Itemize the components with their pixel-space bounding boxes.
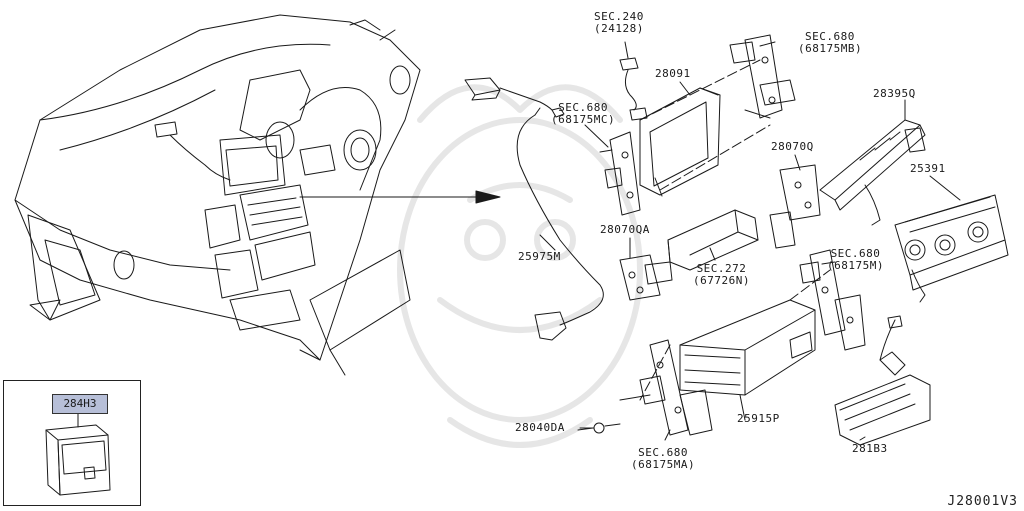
leader-lines [539,41,961,441]
callout-sec240-line2: (24128) [594,22,644,35]
diagram-id: J28001V3 [947,494,1018,509]
callout-25915p[interactable]: 25915P [737,412,780,425]
callout-sec680-68175m-line1: SEC.680 [830,247,881,260]
switch-bar-28395q[interactable] [819,119,926,226]
callout-25391[interactable]: 25391 [910,162,946,175]
callout-28395q[interactable]: 28395Q [873,87,916,100]
bracket-28070qa[interactable] [619,254,673,301]
bracket-28070q[interactable] [769,164,821,249]
bracket-sec680-68175mc[interactable] [599,131,641,216]
callout-sec680-68175mc[interactable]: SEC.680 (68175MC) [551,102,615,126]
callout-sec680-68175mb[interactable]: SEC.680 (68175MB) [798,31,862,55]
callout-sec680-68175mb-line2: (68175MB) [798,42,863,55]
dashboard-overview [14,14,421,376]
climate-panel-25391[interactable] [894,194,1009,303]
watermark-emblem [397,84,643,448]
callout-sec680-68175m-line2: (68175M) [827,259,884,272]
bracket-sec680-68175m[interactable] [799,249,866,351]
module-sec272[interactable] [667,209,759,271]
inset-part-284h3[interactable] [45,412,111,496]
callout-28040da[interactable]: 28040DA [515,421,565,434]
callout-25975m[interactable]: 25975M [518,250,561,263]
callout-sec680-68175mb-line1: SEC.680 [805,30,855,43]
callout-28070qa[interactable]: 28070QA [600,223,650,236]
callout-sec680-68175ma-line2: (68175MA) [631,458,696,471]
callout-sec272[interactable]: SEC.272 (67726N) [693,263,750,287]
part-number-badge-284h3[interactable]: 284H3 [52,394,108,414]
callout-28070q[interactable]: 28070Q [771,140,814,153]
callout-sec240[interactable]: SEC.240 (24128) [594,11,644,35]
switch-unit-281b3[interactable] [834,315,931,446]
callout-sec680-68175ma[interactable]: SEC.680 (68175MA) [631,447,695,471]
callout-sec680-68175m[interactable]: SEC.680 (68175M) [827,248,884,272]
inset-frame [3,380,141,506]
callout-28091[interactable]: 28091 [655,67,691,80]
callout-sec680-68175ma-line1: SEC.680 [638,446,688,459]
display-unit-28091[interactable] [639,87,721,197]
bracket-sec680-68175mb[interactable] [729,34,796,119]
callout-sec680-68175mc-line1: SEC.680 [558,101,608,114]
connector-sec240[interactable] [619,57,648,121]
bracket-sec680-68175ma[interactable] [619,339,713,436]
pointer-arrow [299,190,501,204]
callout-sec240-line1: SEC.240 [594,10,644,23]
callout-sec272-line2: (67726N) [693,274,750,287]
audio-unit-25915p[interactable] [679,299,816,396]
callout-sec272-line1: SEC.272 [696,262,747,275]
callout-sec680-68175mc-line2: (68175MC) [551,113,616,126]
antenna-cable-25975m[interactable] [464,77,604,341]
callout-281b3[interactable]: 281B3 [852,442,888,455]
